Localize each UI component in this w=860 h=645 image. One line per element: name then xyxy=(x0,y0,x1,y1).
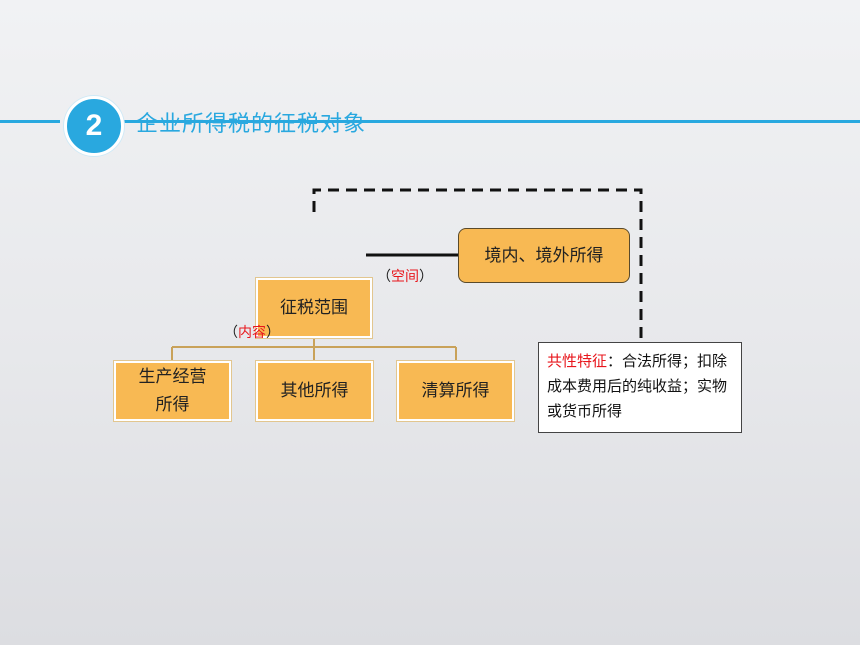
note-content-open: （ xyxy=(224,325,238,341)
common-feature-label: 共性特征 xyxy=(547,352,608,370)
section-number-badge: 2 xyxy=(64,96,124,156)
box-other-label: 其他所得 xyxy=(280,381,349,401)
header-line-right xyxy=(120,120,860,123)
box-business-label: 生产经营 所得 xyxy=(138,367,207,415)
box-liquidation-income: 清算所得 xyxy=(397,361,514,421)
dashed-bracket xyxy=(312,188,643,342)
box-scope-label: 征税范围 xyxy=(280,298,348,318)
note-space: （空间） xyxy=(377,266,433,286)
note-space-close: ） xyxy=(419,269,433,285)
box-domestic-label: 境内、境外所得 xyxy=(484,245,604,266)
header-line-left xyxy=(0,120,60,123)
note-content-close: ） xyxy=(266,325,280,341)
box-business-income: 生产经营 所得 xyxy=(114,361,231,421)
section-title: 企业所得税的征税对象 xyxy=(136,112,367,137)
box-liquidation-label: 清算所得 xyxy=(421,381,490,401)
box-domestic-foreign-income: 境内、境外所得 xyxy=(458,228,630,283)
box-other-income: 其他所得 xyxy=(256,361,373,421)
note-content-label: 内容 xyxy=(238,325,266,341)
common-feature-box: 共性特征：合法所得；扣除成本费用后的纯收益；实物或货币所得 xyxy=(538,342,742,433)
note-space-label: 空间 xyxy=(391,269,419,285)
common-feature-text: ：合法所得；扣除成本费用后的纯收益；实物或货币所得 xyxy=(547,352,728,420)
box-tax-scope: 征税范围 xyxy=(256,278,372,338)
note-space-open: （ xyxy=(377,269,391,285)
note-content: （内容） xyxy=(224,322,280,342)
